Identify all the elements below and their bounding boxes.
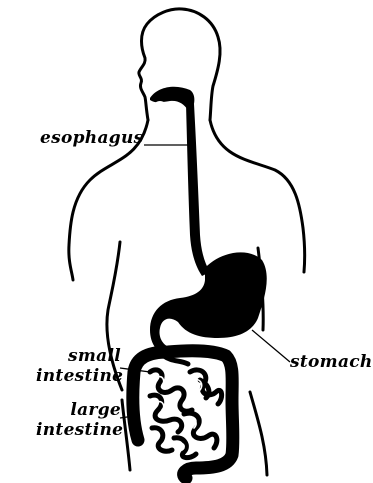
large-intestine-label: large intestine xyxy=(36,400,121,440)
right-hip-line xyxy=(250,392,267,475)
large-intestine-label-line2: intestine xyxy=(36,420,121,440)
tongue-mark xyxy=(155,101,165,107)
stomach-leader xyxy=(252,330,290,362)
head-outline xyxy=(139,9,220,120)
stomach xyxy=(150,252,267,356)
small-intestine-label: small intestine xyxy=(36,346,121,386)
small-intestine-label-line2: intestine xyxy=(36,366,121,386)
small-intestine-label-line1: small xyxy=(36,346,121,366)
large-intestine-label-line1: large xyxy=(36,400,121,420)
esophagus-label: esophagus xyxy=(40,128,144,148)
stomach-label: stomach xyxy=(290,352,373,372)
esophagus xyxy=(186,104,210,276)
small-intestine xyxy=(150,356,222,458)
